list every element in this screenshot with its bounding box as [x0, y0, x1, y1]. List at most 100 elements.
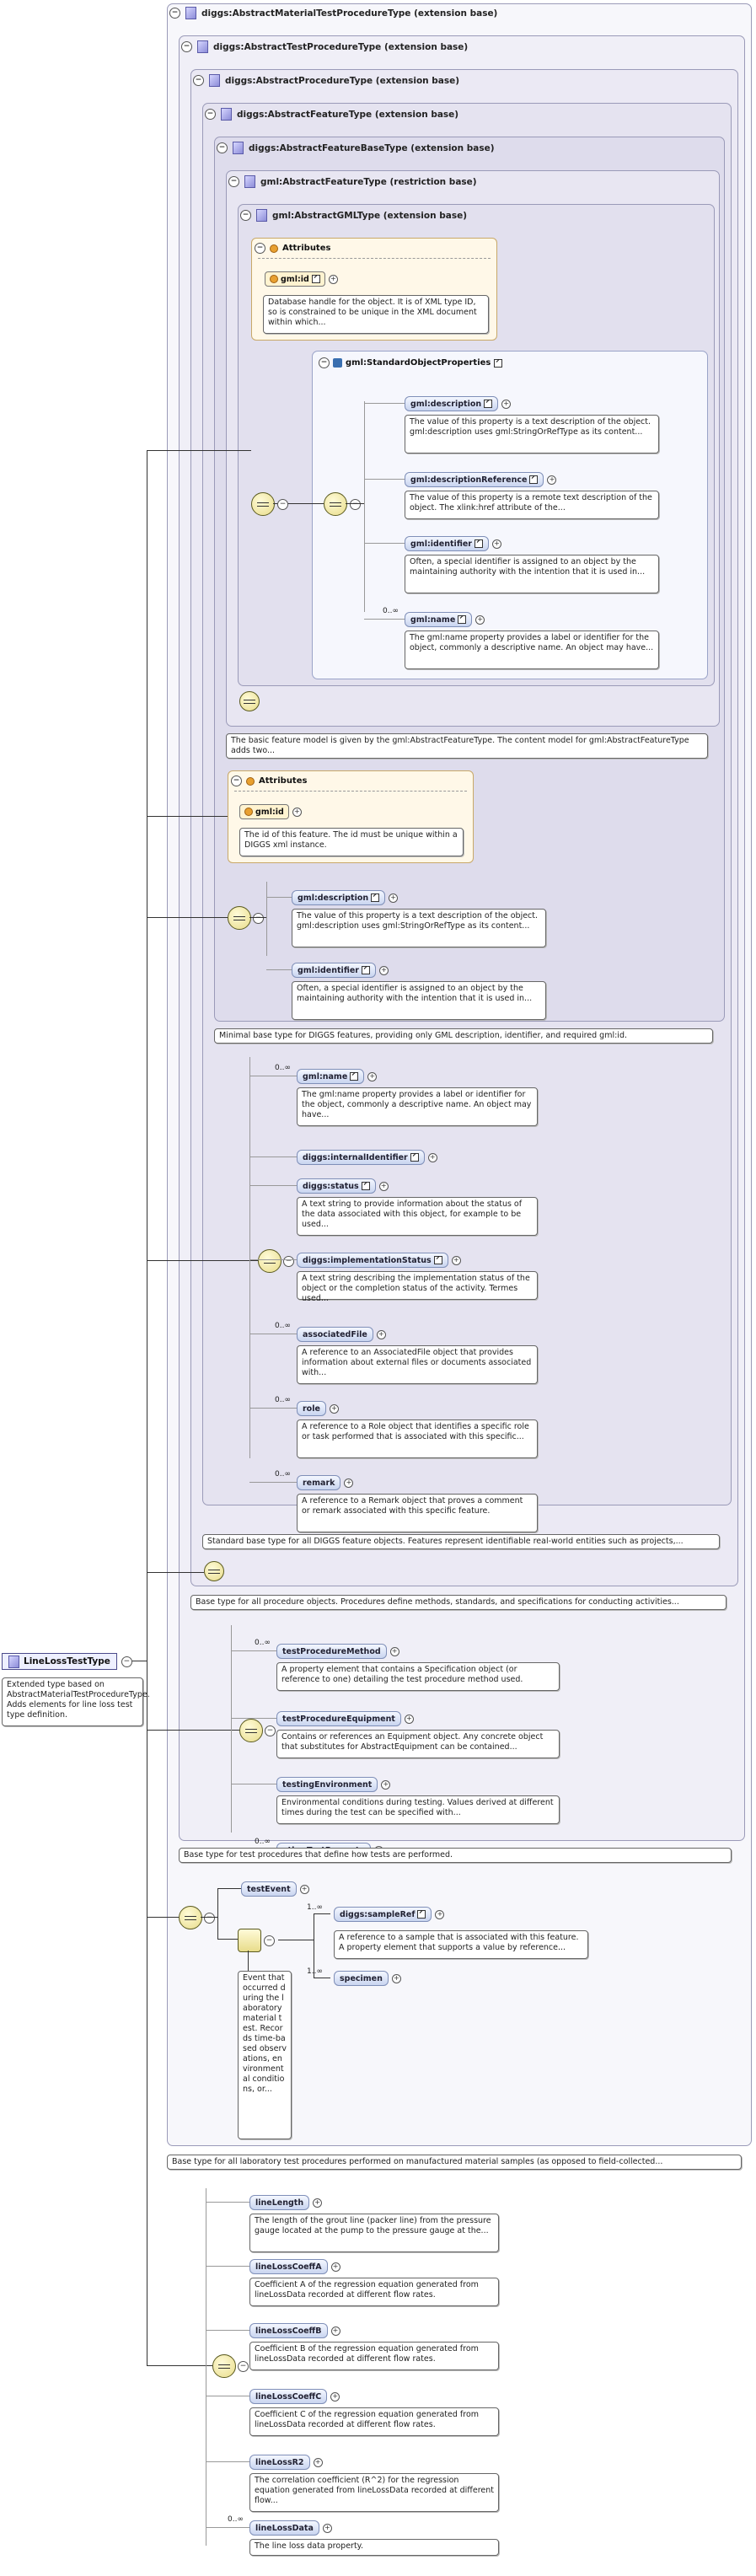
- collapse-toggle-icon[interactable]: −: [319, 357, 330, 368]
- feature-property-element[interactable]: diggs:internalIdentifier+: [297, 1150, 437, 1165]
- expand-icon[interactable]: +: [427, 1152, 437, 1162]
- expand-icon[interactable]: +: [313, 2457, 323, 2467]
- featurebase-property-element[interactable]: gml:description+: [292, 890, 399, 905]
- feature-property-pill: diggs:implementationStatus: [297, 1253, 448, 1268]
- gml-attributes-header[interactable]: − Attributes: [255, 243, 330, 254]
- collapse-toggle-icon[interactable]: −: [217, 142, 228, 153]
- sequence-compositor-icon[interactable]: [204, 1561, 224, 1581]
- expand-icon[interactable]: +: [299, 1884, 309, 1894]
- testevent-element[interactable]: testEvent +: [241, 1881, 309, 1897]
- collapse-toggle-icon[interactable]: −: [350, 499, 361, 510]
- sequence-compositor-icon[interactable]: [239, 691, 260, 711]
- featurebase-header[interactable]: − diggs:AbstractFeatureBaseType (extensi…: [217, 142, 495, 154]
- collapse-toggle-icon[interactable]: −: [169, 8, 180, 19]
- sequence-compositor-icon[interactable]: [251, 492, 275, 516]
- lineloss-property-element[interactable]: lineLength+: [249, 2195, 323, 2210]
- expand-icon[interactable]: +: [313, 2198, 323, 2208]
- collapse-toggle-icon[interactable]: −: [255, 243, 265, 254]
- expand-icon[interactable]: +: [322, 2523, 332, 2533]
- specimen-multiplicity: 1..∞: [307, 1967, 323, 1976]
- collapse-toggle-icon[interactable]: −: [204, 1913, 215, 1924]
- expand-icon[interactable]: +: [330, 2326, 340, 2336]
- gml-id-attribute[interactable]: gml:id +: [265, 271, 338, 287]
- collapse-toggle-icon[interactable]: −: [264, 1935, 275, 1946]
- featurebase-attributes-header[interactable]: − Attributes: [231, 775, 307, 786]
- expand-icon[interactable]: +: [547, 475, 557, 485]
- expand-icon[interactable]: +: [378, 1181, 389, 1191]
- root-element[interactable]: LineLossTestType −: [2, 1653, 132, 1670]
- collapse-toggle-icon[interactable]: −: [193, 75, 204, 86]
- sequence-compositor-icon[interactable]: [212, 2354, 236, 2378]
- gmlfeature-header[interactable]: − gml:AbstractFeatureType (restriction b…: [228, 175, 477, 188]
- expand-icon[interactable]: +: [376, 1329, 386, 1339]
- collapse-toggle-icon[interactable]: −: [205, 109, 216, 120]
- proc-title: diggs:AbstractProcedureType (extension b…: [225, 75, 460, 86]
- feature-header[interactable]: − diggs:AbstractFeatureType (extension b…: [205, 108, 458, 121]
- expand-icon[interactable]: +: [475, 614, 485, 625]
- expand-icon[interactable]: +: [292, 807, 302, 817]
- expand-icon[interactable]: +: [328, 274, 338, 284]
- expand-icon[interactable]: +: [501, 399, 512, 409]
- expand-icon[interactable]: +: [329, 1403, 339, 1414]
- expand-icon[interactable]: +: [451, 1255, 461, 1265]
- sequence-compositor-icon[interactable]: [239, 1719, 263, 1742]
- lineloss-property-element[interactable]: lineLossCoeffC+: [249, 2389, 340, 2404]
- reference-icon: [361, 1182, 370, 1190]
- collapse-toggle-icon[interactable]: −: [228, 176, 239, 187]
- feature-property-element[interactable]: diggs:implementationStatus+: [297, 1253, 461, 1268]
- sequence-compositor-icon[interactable]: [324, 492, 347, 516]
- expand-icon[interactable]: +: [435, 1909, 445, 1919]
- lineloss-property-element[interactable]: lineLossData+: [249, 2520, 332, 2536]
- gml-property-element[interactable]: gml:identifier+: [405, 536, 501, 551]
- testproc-header[interactable]: − diggs:AbstractTestProcedureType (exten…: [181, 40, 468, 53]
- expand-icon[interactable]: +: [391, 1973, 401, 1983]
- expand-icon[interactable]: +: [330, 2262, 340, 2272]
- feature-property-element[interactable]: role+: [297, 1401, 339, 1416]
- feature-property-element[interactable]: associatedFile+: [297, 1327, 386, 1342]
- collapse-toggle-icon[interactable]: −: [121, 1656, 132, 1667]
- sampleref-element[interactable]: diggs:sampleRef +: [334, 1907, 445, 1922]
- proc-header[interactable]: − diggs:AbstractProcedureType (extension…: [193, 74, 459, 87]
- expand-icon[interactable]: +: [379, 965, 389, 975]
- sequence-compositor-icon[interactable]: [228, 906, 251, 930]
- proc-property-element[interactable]: testProcedureMethod+: [276, 1644, 399, 1659]
- collapse-toggle-icon[interactable]: −: [231, 775, 242, 786]
- expand-icon[interactable]: +: [389, 893, 399, 903]
- expand-icon[interactable]: +: [389, 1646, 399, 1656]
- lineloss-property-element[interactable]: lineLossCoeffA+: [249, 2259, 340, 2274]
- collapse-toggle-icon[interactable]: −: [181, 41, 192, 52]
- gml-property-element[interactable]: gml:name+: [405, 612, 485, 627]
- materialtest-header[interactable]: − diggs:AbstractMaterialTestProcedureTyp…: [169, 7, 497, 19]
- proc-property-element[interactable]: testingEnvironment+: [276, 1777, 391, 1792]
- sequence-compositor-icon[interactable]: [258, 1249, 281, 1273]
- collapse-toggle-icon[interactable]: −: [265, 1725, 276, 1736]
- standard-object-properties-header[interactable]: − gml:StandardObjectProperties: [319, 357, 503, 368]
- collapse-toggle-icon[interactable]: −: [283, 1256, 294, 1267]
- proc-property-element[interactable]: testProcedureEquipment+: [276, 1711, 414, 1726]
- expand-icon[interactable]: +: [344, 1478, 354, 1488]
- expand-icon[interactable]: +: [492, 539, 501, 549]
- expand-icon[interactable]: +: [367, 1071, 378, 1081]
- expand-icon[interactable]: +: [330, 2391, 340, 2402]
- featurebase-property-label: gml:identifier: [298, 965, 359, 975]
- lineloss-property-element[interactable]: lineLossCoeffB+: [249, 2323, 340, 2338]
- lineloss-property-element[interactable]: lineLossR2+: [249, 2455, 323, 2470]
- gml-property-element[interactable]: gml:description+: [405, 396, 512, 411]
- expand-icon[interactable]: +: [381, 1779, 391, 1790]
- sequence-compositor-icon[interactable]: [179, 1906, 202, 1929]
- featurebase-property-element[interactable]: gml:identifier +: [292, 963, 389, 978]
- feature-property-element[interactable]: diggs:status+: [297, 1178, 389, 1194]
- attribute-group-icon: [270, 244, 278, 253]
- expand-icon[interactable]: +: [404, 1714, 414, 1724]
- collapse-toggle-icon[interactable]: −: [253, 913, 264, 924]
- collapse-toggle-icon[interactable]: −: [238, 2361, 249, 2372]
- collapse-toggle-icon[interactable]: −: [277, 499, 288, 510]
- collapse-toggle-icon[interactable]: −: [240, 210, 251, 221]
- gml-property-element[interactable]: gml:descriptionReference+: [405, 472, 557, 487]
- feature-property-element[interactable]: gml:name+: [297, 1069, 378, 1084]
- choice-compositor-icon[interactable]: [238, 1929, 261, 1952]
- featurebase-gml-id-attribute[interactable]: gml:id +: [239, 804, 302, 819]
- feature-property-element[interactable]: remark+: [297, 1475, 354, 1490]
- specimen-element[interactable]: specimen +: [334, 1971, 401, 1986]
- gmlgml-header[interactable]: − gml:AbstractGMLType (extension base): [240, 209, 467, 222]
